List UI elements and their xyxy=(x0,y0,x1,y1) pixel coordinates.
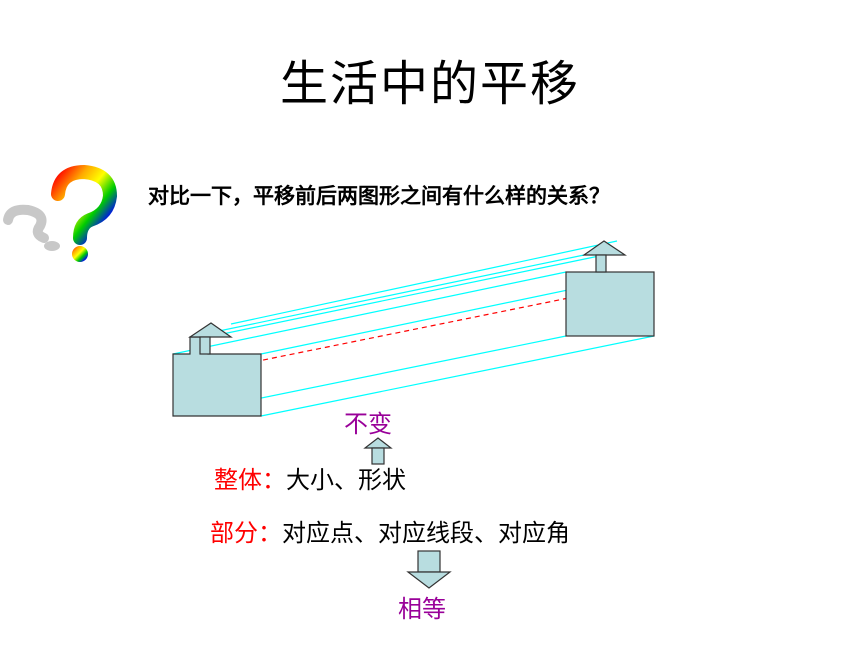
rainbow-question-mark-icon xyxy=(3,164,118,262)
arrow-down-icon xyxy=(406,550,452,589)
arrow-up-icon xyxy=(363,437,393,465)
whole-label: 整体： xyxy=(214,466,286,494)
question-text: 对比一下，平移前后两图形之间有什么样的关系？ xyxy=(148,184,610,208)
whole-row: 整体：大小、形状 xyxy=(214,460,406,495)
translated-shape xyxy=(565,271,655,337)
page-title: 生活中的平移 xyxy=(279,56,580,112)
equal-label: 相等 xyxy=(398,595,446,623)
part-label: 部分： xyxy=(210,519,282,547)
translated-arrow-head xyxy=(582,240,627,256)
dashed-median xyxy=(218,289,609,370)
original-shape xyxy=(172,336,262,417)
part-items: 对应点、对应线段、对应角 xyxy=(282,519,570,547)
part-row: 部分：对应点、对应线段、对应角 xyxy=(210,513,570,548)
translated-arrow-stem xyxy=(595,254,607,273)
whole-items: 大小、形状 xyxy=(286,466,406,494)
original-arrow-stem xyxy=(199,336,211,355)
unchanged-label: 不变 xyxy=(344,410,392,438)
